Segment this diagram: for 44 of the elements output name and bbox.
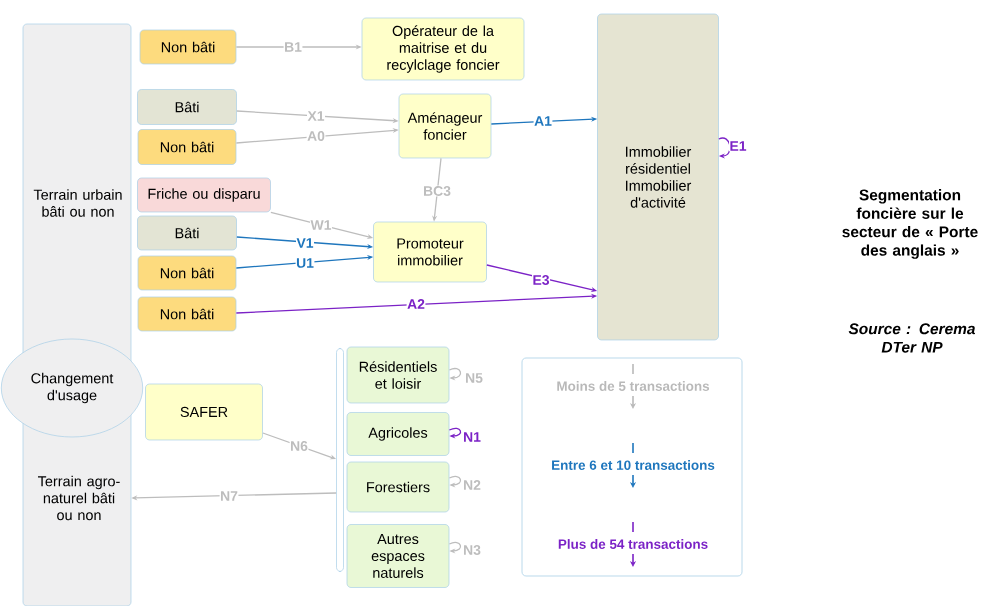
parcel-box: Non bâti — [137, 129, 237, 165]
edge-label: N7 — [219, 490, 239, 502]
arrow — [718, 137, 731, 159]
edge-label: A1 — [533, 115, 553, 127]
arrow — [448, 541, 462, 554]
parcel-box: Bâti — [137, 215, 237, 251]
edge-label: N3 — [462, 544, 482, 556]
edge-label: A0 — [306, 130, 326, 142]
edge-label: W1 — [310, 219, 332, 231]
legend-text: Plus de 54 transactions — [558, 539, 708, 549]
edge-label: N2 — [462, 479, 482, 491]
edge-label: A2 — [406, 298, 426, 310]
actor-box: SAFER — [145, 383, 263, 441]
edge-label: N1 — [462, 431, 482, 443]
bracket-bar — [336, 348, 344, 572]
legend-text: Entre 6 et 10 transactions — [552, 460, 715, 470]
edge-label: V1 — [296, 237, 315, 249]
arrow — [448, 367, 462, 381]
land-type-box: Agricoles — [346, 412, 450, 456]
edge-label: B1 — [283, 41, 303, 53]
actor-box: Opérateur de la maitrise et du recylclage foncier — [361, 17, 525, 81]
edge-label: N5 — [464, 372, 484, 384]
actor-box: Aménageur foncier — [398, 93, 492, 159]
edge-label: BC3 — [422, 185, 452, 197]
edge-label: U1 — [295, 257, 315, 269]
parcel-box: Non bâti — [139, 29, 237, 65]
edge-label: X1 — [307, 110, 326, 122]
legend-text: Moins de 5 transactions — [557, 381, 710, 391]
parcel-box: Non bâti — [137, 296, 237, 332]
land-type-box: Résidentiels et loisir — [346, 346, 450, 404]
source-note: Source : Cerema DTer NP — [848, 323, 976, 353]
land-type-box: Forestiers — [346, 461, 450, 513]
edge-label: N6 — [289, 440, 309, 452]
edge-label: E3 — [531, 274, 551, 286]
parcel-box: Friche ou disparu — [137, 177, 271, 213]
parcel-box: Bâti — [137, 89, 237, 125]
arrow — [448, 427, 462, 439]
parcel-box: Non bâti — [137, 255, 237, 291]
land-type-box: Autres espaces naturels — [346, 524, 450, 588]
title: Segmentation foncière sur le secteur de « Porte des anglais » — [842, 189, 978, 259]
property-box: Immobilier résidentiel Immobilier d'activité — [597, 13, 719, 341]
actor-box: Promoteur immobilier — [373, 221, 487, 283]
arrow — [448, 475, 462, 488]
edge-label: E1 — [729, 140, 748, 152]
